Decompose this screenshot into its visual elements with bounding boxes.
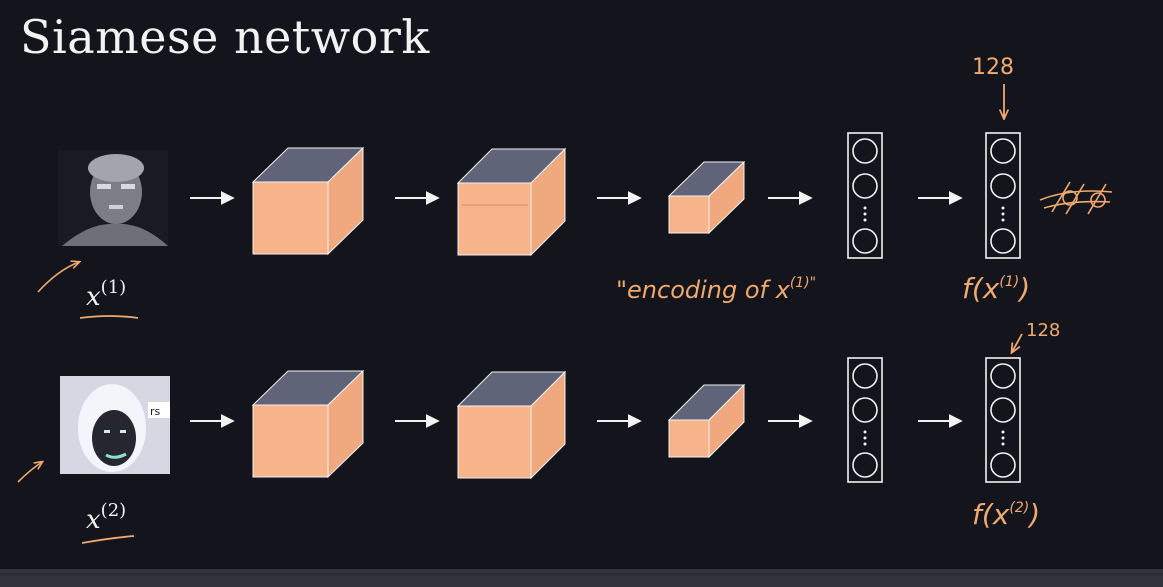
input-image-1 (58, 150, 168, 246)
fc-layer-2a (847, 357, 883, 483)
input-label-1: x(1) (86, 277, 126, 312)
fc-layer-1b (985, 132, 1021, 259)
underline-x1 (79, 315, 139, 319)
fc-layer-2b (985, 357, 1021, 483)
page-title: Siamese network (20, 10, 430, 64)
pointer-arrow-2 (17, 462, 42, 483)
pointer-arrow-1 (37, 262, 79, 293)
fc-layer-1a (847, 132, 883, 259)
input-label-2: x(2) (86, 500, 126, 535)
input-image-2: rs (60, 376, 170, 474)
conv-block-1a (251, 146, 365, 256)
output-label-2: f(x(2)) (972, 498, 1040, 531)
conv-block-1b (456, 147, 567, 257)
conv-block-2a (251, 369, 365, 479)
scribble-mark (1039, 181, 1113, 215)
dim-label-bottom: 128 (1026, 320, 1060, 341)
conv-block-1c (667, 160, 746, 235)
underline-x2 (81, 535, 135, 544)
svg-text:rs: rs (150, 405, 161, 418)
conv-block-2b (456, 370, 567, 480)
encoding-note: "encoding of x(1)" (616, 275, 816, 304)
bottom-bar (0, 569, 1163, 587)
output-label-1: f(x(1)) (962, 272, 1030, 305)
dim-label-top: 128 (972, 55, 1014, 80)
dim-arrow-bottom (1012, 333, 1023, 352)
conv-block-2c (667, 383, 746, 459)
